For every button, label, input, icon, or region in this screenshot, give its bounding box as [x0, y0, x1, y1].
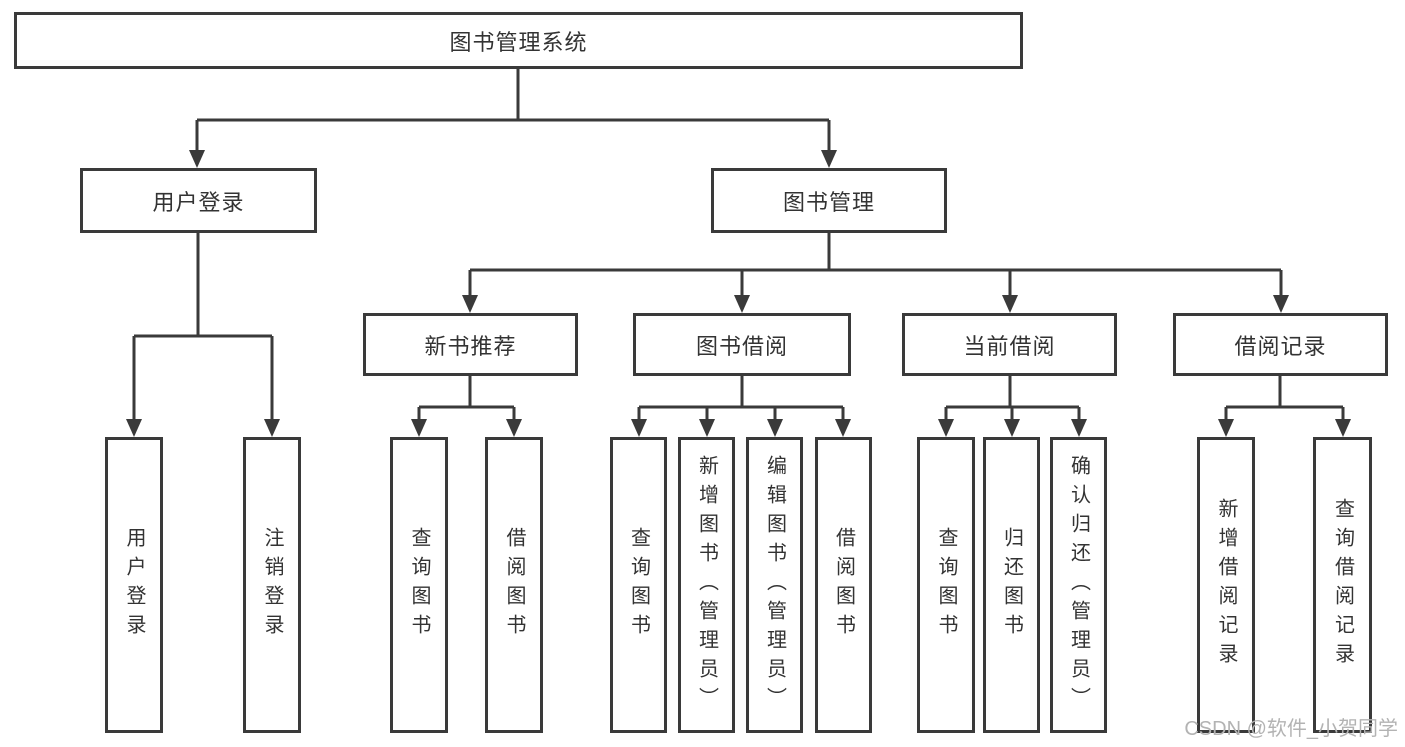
- node-root-label: 图书管理系统: [449, 29, 588, 55]
- leaf-add-book-admin: 新增图书（管理员）: [678, 437, 735, 733]
- leaf-return-book: 归还图书: [983, 437, 1040, 733]
- leaf-query-book-3: 查询图书: [917, 437, 975, 733]
- node-current-borrow: 当前借阅: [902, 313, 1117, 376]
- node-book-manage-label: 图书管理: [782, 189, 875, 215]
- node-user-login-label: 用户登录: [152, 189, 245, 215]
- leaf-query-book-1-label: 查询图书: [408, 527, 430, 643]
- node-current-borrow-label: 当前借阅: [963, 333, 1056, 359]
- node-user-login: 用户登录: [80, 168, 317, 233]
- leaf-borrow-book-2-label: 借阅图书: [832, 527, 855, 643]
- leaf-add-borrow-record-label: 新增借阅记录: [1215, 498, 1237, 672]
- leaf-confirm-return-admin: 确认归还（管理员）: [1050, 437, 1107, 733]
- leaf-return-book-label: 归还图书: [1000, 527, 1023, 643]
- leaf-add-borrow-record: 新增借阅记录: [1197, 437, 1255, 733]
- node-book-borrow: 图书借阅: [633, 313, 851, 376]
- leaf-query-borrow-record: 查询借阅记录: [1313, 437, 1372, 733]
- node-borrow-record: 借阅记录: [1173, 313, 1388, 376]
- leaf-query-borrow-record-label: 查询借阅记录: [1331, 498, 1354, 672]
- leaf-query-book-2-label: 查询图书: [627, 527, 650, 643]
- leaf-borrow-book-2: 借阅图书: [815, 437, 872, 733]
- leaf-query-book-1: 查询图书: [390, 437, 448, 733]
- node-new-book-recommend-label: 新书推荐: [424, 333, 517, 359]
- node-root: 图书管理系统: [14, 12, 1023, 69]
- leaf-edit-book-admin: 编辑图书（管理员）: [746, 437, 803, 733]
- leaf-edit-book-admin-label: 编辑图书（管理员）: [763, 454, 786, 716]
- leaf-borrow-book-1-label: 借阅图书: [503, 527, 525, 643]
- leaf-logout: 注销登录: [243, 437, 301, 733]
- leaf-logout-label: 注销登录: [261, 527, 283, 643]
- node-book-manage: 图书管理: [711, 168, 947, 233]
- leaf-user-login-label: 用户登录: [123, 527, 145, 643]
- node-borrow-record-label: 借阅记录: [1234, 333, 1327, 359]
- leaf-query-book-2: 查询图书: [610, 437, 667, 733]
- node-book-borrow-label: 图书借阅: [695, 333, 788, 359]
- leaf-add-book-admin-label: 新增图书（管理员）: [695, 454, 718, 716]
- csdn-watermark: CSDN @软件_小贺同学: [1184, 718, 1398, 740]
- leaf-query-book-3-label: 查询图书: [935, 527, 957, 643]
- leaf-user-login: 用户登录: [105, 437, 163, 733]
- leaf-borrow-book-1: 借阅图书: [485, 437, 543, 733]
- leaf-confirm-return-admin-label: 确认归还（管理员）: [1067, 454, 1090, 716]
- node-new-book-recommend: 新书推荐: [363, 313, 578, 376]
